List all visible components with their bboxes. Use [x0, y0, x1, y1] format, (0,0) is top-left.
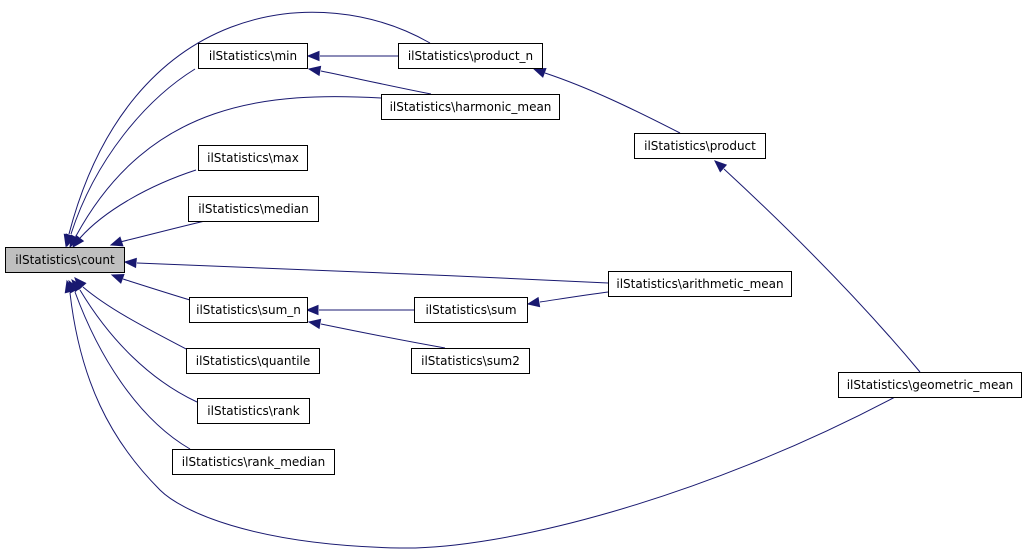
- node-label: ilStatistics\product: [644, 139, 756, 153]
- arrowhead: [64, 279, 75, 294]
- node-sum[interactable]: ilStatistics\sum: [414, 297, 528, 323]
- arrowhead: [123, 257, 137, 269]
- edge-median-to-count: [109, 220, 206, 247]
- arrowhead: [307, 318, 322, 330]
- node-label: ilStatistics\count: [15, 253, 115, 267]
- edge-line: [539, 291, 609, 303]
- node-box[interactable]: [5, 247, 125, 273]
- node-label: ilStatistics\product_n: [408, 49, 533, 63]
- arrowhead: [532, 68, 547, 78]
- edge-arithmetic-mean-to-count: [123, 257, 609, 284]
- edge-harmonic-mean-to-min: [307, 65, 432, 95]
- node-box[interactable]: [381, 94, 560, 120]
- edge-line: [82, 286, 189, 351]
- node-box[interactable]: [197, 398, 310, 424]
- edges-layer: [63, 11, 921, 549]
- node-sum-n[interactable]: ilStatistics\sum_n: [189, 297, 308, 323]
- edge-product-n-to-min: [306, 50, 398, 62]
- edge-line: [68, 11, 431, 235]
- node-max[interactable]: ilStatistics\max: [198, 145, 308, 171]
- edge-arithmetic-mean-to-sum: [526, 291, 609, 308]
- node-min[interactable]: ilStatistics\min: [198, 43, 308, 69]
- edge-geometric-mean-to-count: [64, 279, 896, 549]
- node-box[interactable]: [411, 348, 530, 374]
- node-geometric-mean[interactable]: ilStatistics\geometric_mean: [838, 372, 1022, 398]
- edge-rank-median-to-count: [68, 279, 191, 450]
- node-box[interactable]: [189, 297, 308, 323]
- node-box[interactable]: [398, 43, 543, 69]
- edge-line: [75, 96, 382, 237]
- node-rank[interactable]: ilStatistics\rank: [197, 398, 310, 424]
- node-median[interactable]: ilStatistics\median: [188, 196, 319, 222]
- edge-quantile-to-count: [74, 277, 189, 351]
- node-label: ilStatistics\max: [207, 151, 299, 165]
- edge-line: [69, 292, 896, 549]
- node-rank-median[interactable]: ilStatistics\rank_median: [172, 449, 335, 475]
- node-product[interactable]: ilStatistics\product: [634, 133, 766, 159]
- node-label: ilStatistics\median: [198, 202, 309, 216]
- arrowhead: [307, 65, 322, 77]
- edge-line: [70, 68, 196, 235]
- arrowhead: [306, 50, 320, 62]
- node-box[interactable]: [838, 372, 1022, 398]
- node-label: ilStatistics\sum2: [421, 354, 520, 368]
- node-label: ilStatistics\arithmetic_mean: [616, 277, 783, 291]
- edge-max-to-count: [72, 169, 197, 249]
- arrowhead: [72, 234, 85, 249]
- node-label: ilStatistics\sum: [425, 303, 516, 317]
- edge-line: [119, 220, 206, 243]
- node-box[interactable]: [198, 145, 308, 171]
- edge-line: [136, 262, 609, 284]
- edge-sum-to-sum-n: [305, 304, 414, 316]
- node-box[interactable]: [414, 297, 528, 323]
- node-box[interactable]: [634, 133, 766, 159]
- node-label: ilStatistics\harmonic_mean: [390, 100, 552, 114]
- edge-harmonic-mean-to-count: [69, 96, 382, 249]
- arrowhead: [110, 274, 125, 284]
- node-harmonic-mean[interactable]: ilStatistics\harmonic_mean: [381, 94, 560, 120]
- edge-line: [79, 169, 197, 239]
- node-box[interactable]: [608, 271, 792, 297]
- node-label: ilStatistics\geometric_mean: [847, 378, 1014, 392]
- edge-line: [320, 323, 446, 349]
- node-box[interactable]: [172, 449, 335, 475]
- edge-sum2-to-sum-n: [307, 318, 446, 349]
- node-box[interactable]: [186, 348, 320, 374]
- edge-geometric-mean-to-product: [714, 160, 921, 373]
- node-box[interactable]: [188, 196, 319, 222]
- arrowhead: [109, 236, 124, 247]
- node-product-n[interactable]: ilStatistics\product_n: [398, 43, 543, 69]
- node-quantile[interactable]: ilStatistics\quantile: [186, 348, 320, 374]
- node-label: ilStatistics\rank: [207, 404, 299, 418]
- edge-sum-n-to-count: [110, 274, 191, 301]
- node-sum2[interactable]: ilStatistics\sum2: [411, 348, 530, 374]
- arrowhead: [305, 304, 319, 316]
- node-label: ilStatistics\min: [209, 49, 297, 63]
- node-box[interactable]: [198, 43, 308, 69]
- edge-line: [320, 70, 432, 95]
- node-count[interactable]: ilStatistics\count: [5, 247, 125, 273]
- node-label: ilStatistics\rank_median: [182, 455, 325, 469]
- arrowhead: [714, 160, 728, 173]
- edge-line: [723, 168, 921, 373]
- edge-line: [544, 72, 681, 134]
- node-arithmetic-mean[interactable]: ilStatistics\arithmetic_mean: [608, 271, 792, 297]
- nodes-layer: ilStatistics\count ilStatistics\min ilStat…: [5, 43, 1022, 475]
- node-label: ilStatistics\sum_n: [196, 303, 301, 317]
- edge-line: [74, 291, 191, 450]
- node-label: ilStatistics\quantile: [196, 354, 311, 368]
- arrowhead: [526, 296, 541, 308]
- edge-line: [122, 278, 191, 301]
- edge-line: [79, 289, 198, 403]
